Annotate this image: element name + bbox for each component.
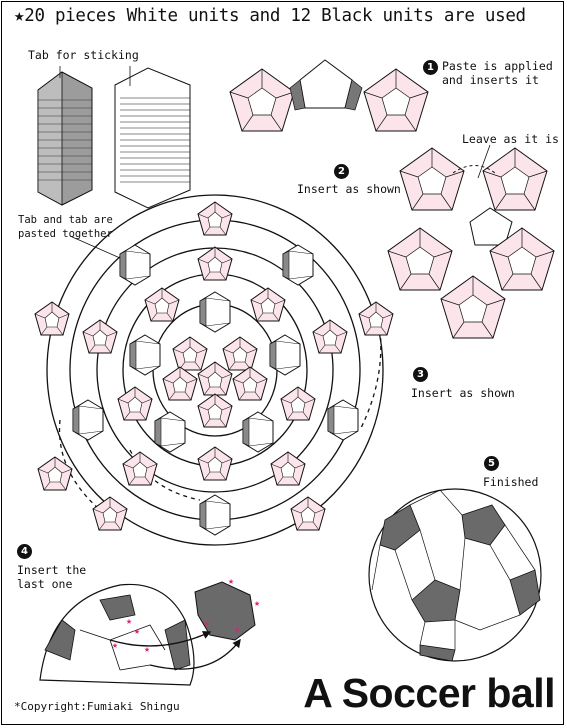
leave-as-it-is-label: Leave as it is [462, 132, 559, 146]
tab-for-sticking-label: Tab for sticking [28, 48, 139, 62]
paste-star-marks: ★ ★ ★ ★ ★ ★ ★ ★ [112, 576, 260, 655]
svg-text:★: ★ [204, 618, 210, 629]
finished-soccer-ball [368, 488, 542, 662]
header-title: ★20 pieces White units and 12 Black unit… [14, 6, 526, 26]
copyright-text: *Copyright:Fumiaki Shingu [14, 700, 180, 713]
step1-illustration [229, 59, 429, 132]
step2-text: Insert as shown [297, 182, 401, 196]
svg-text:★: ★ [112, 640, 118, 651]
svg-text:★: ★ [126, 616, 132, 627]
stacked-units-illustration [37, 66, 191, 209]
step5-text: Finished [483, 475, 539, 489]
tab-and-tab-label: Tab and tab are pasted together [18, 214, 113, 240]
main-title: A Soccer ball [303, 670, 555, 716]
tab-pointer-line [69, 235, 121, 259]
svg-text:★: ★ [144, 644, 150, 655]
step2-illustration [387, 144, 555, 339]
step4-number-badge: 4 [17, 544, 32, 559]
svg-text:★: ★ [228, 576, 234, 587]
svg-text:★: ★ [234, 624, 240, 635]
step3-number-badge: 3 [413, 367, 428, 382]
step3-text: Insert as shown [411, 386, 515, 400]
svg-text:★: ★ [254, 598, 260, 609]
step1-number-badge: 1 [423, 60, 438, 75]
step2-number-badge: 2 [334, 164, 349, 179]
step4-text: Insert the last one [17, 563, 87, 591]
step5-number-badge: 5 [484, 456, 499, 471]
step1-text: Paste is applied and inserts it [442, 59, 553, 87]
svg-text:★: ★ [134, 626, 140, 637]
step4-illustration: ★ ★ ★ ★ ★ ★ ★ ★ [39, 576, 260, 686]
